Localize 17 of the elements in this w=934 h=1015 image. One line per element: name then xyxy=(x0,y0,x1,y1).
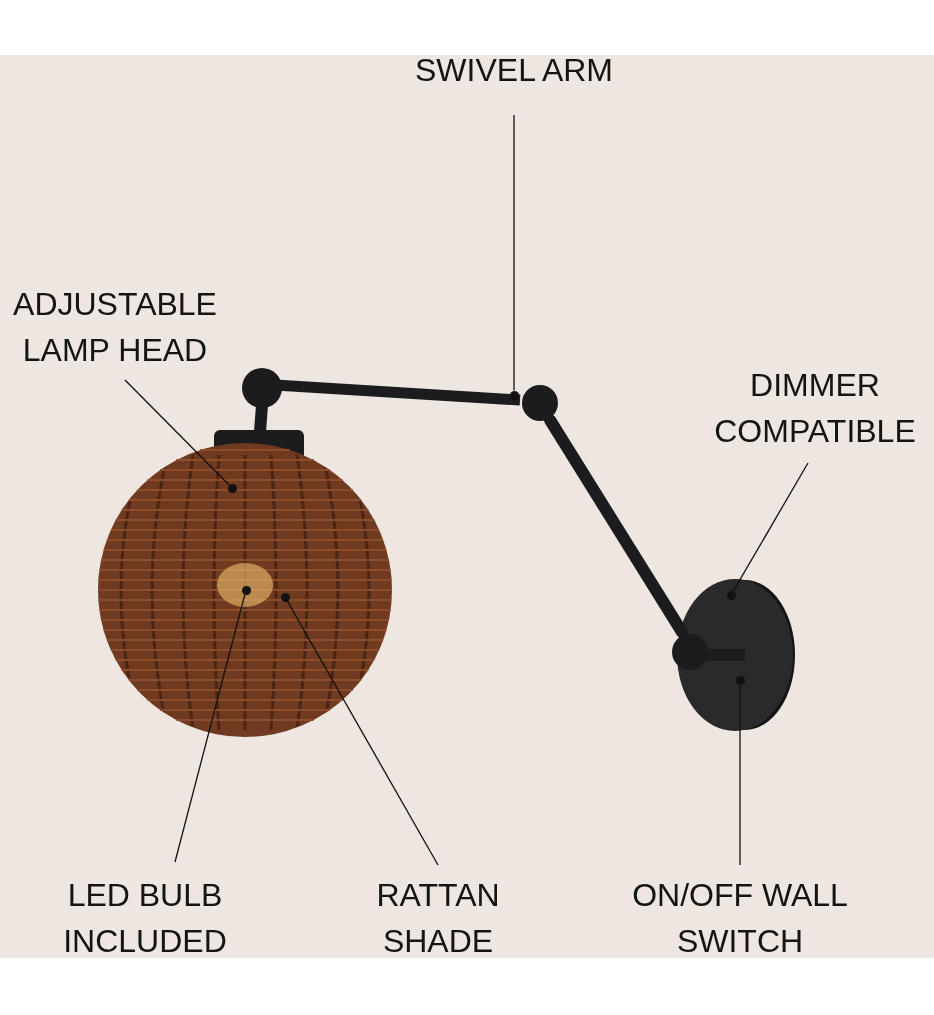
leader-line xyxy=(286,600,439,866)
callout-label: DIMMER COMPATIBLE xyxy=(690,362,934,454)
callout-label: LED BULB INCLUDED xyxy=(40,872,250,964)
leader-line xyxy=(124,379,230,486)
target-dot xyxy=(509,390,519,400)
target-dot xyxy=(241,585,251,595)
leader-line xyxy=(739,683,741,866)
callout-label: SWIVEL ARM xyxy=(374,47,654,93)
target-dot xyxy=(280,592,290,602)
leader-line xyxy=(174,593,246,863)
target-dot xyxy=(227,483,237,493)
leader-line xyxy=(513,114,515,392)
callout-label: ON/OFF WALL SWITCH xyxy=(612,872,868,964)
callout-label: ADJUSTABLE LAMP HEAD xyxy=(0,281,245,373)
callout-label: RATTAN SHADE xyxy=(353,872,523,964)
target-dot xyxy=(735,675,745,685)
target-dot xyxy=(726,590,736,600)
